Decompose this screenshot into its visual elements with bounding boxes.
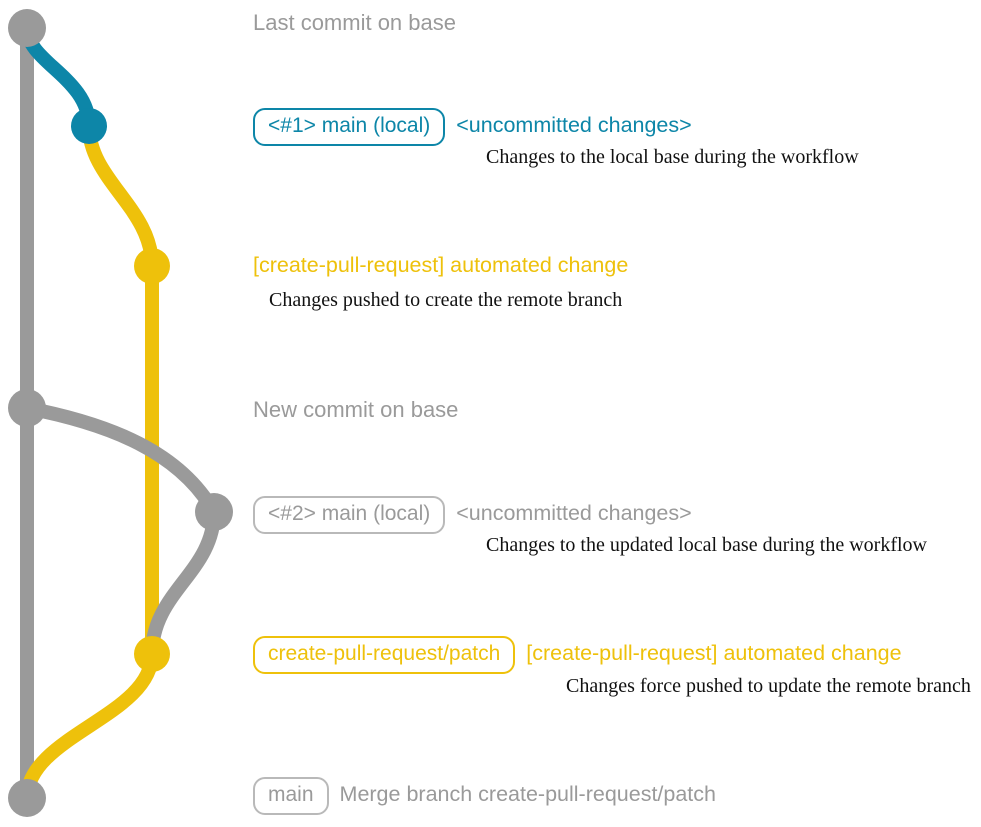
- branch-label-main-local-1[interactable]: <#1> main (local): [253, 108, 446, 146]
- edge-local-to-remote-1: [82, 119, 159, 273]
- commit-message-local-2: <uncommitted changes>: [456, 501, 692, 525]
- commit-description-remote-1: Changes pushed to create the remote bran…: [269, 289, 623, 311]
- node-local-commit-1[interactable]: [71, 108, 107, 144]
- node-local-commit-2[interactable]: [195, 493, 233, 531]
- commit-message-remote-1: [create-pull-request] automated change: [253, 253, 629, 277]
- heading-last-commit-on-base: Last commit on base: [253, 10, 456, 35]
- commit-row-remote-2: create-pull-request/patch [create-pull-r…: [253, 636, 902, 674]
- commit-row-merge-main: main Merge branch create-pull-request/pa…: [253, 777, 716, 815]
- node-merge-commit-main[interactable]: [8, 779, 46, 817]
- commit-row-local-2: <#2> main (local) <uncommitted changes>: [253, 496, 692, 534]
- edge-remote-2-to-merge: [20, 647, 159, 805]
- edge-local-2-to-remote-2: [145, 505, 221, 661]
- commit-description-local-1: Changes to the local base during the wor…: [486, 146, 859, 168]
- branch-label-create-pull-request-patch[interactable]: create-pull-request/patch: [253, 636, 516, 674]
- node-remote-commit-1[interactable]: [134, 248, 170, 284]
- commit-row-local-1: <#1> main (local) <uncommitted changes>: [253, 108, 692, 146]
- commit-message-local-1: <uncommitted changes>: [456, 113, 692, 137]
- node-remote-commit-2[interactable]: [134, 636, 170, 672]
- commit-description-remote-2: Changes force pushed to update the remot…: [566, 675, 971, 697]
- commit-description-local-2: Changes to the updated local base during…: [486, 534, 927, 556]
- node-base-commit-top[interactable]: [8, 9, 46, 47]
- branch-label-main[interactable]: main: [253, 777, 329, 815]
- commit-message-remote-2: [create-pull-request] automated change: [526, 641, 902, 665]
- node-base-commit-new[interactable]: [8, 389, 46, 427]
- branch-label-main-local-2[interactable]: <#2> main (local): [253, 496, 446, 534]
- edge-base-to-local-2: [20, 401, 221, 519]
- commit-message-merge: Merge branch create-pull-request/patch: [339, 782, 716, 806]
- heading-new-commit-on-base: New commit on base: [253, 397, 459, 422]
- edge-base-branch-to-local: [20, 21, 96, 133]
